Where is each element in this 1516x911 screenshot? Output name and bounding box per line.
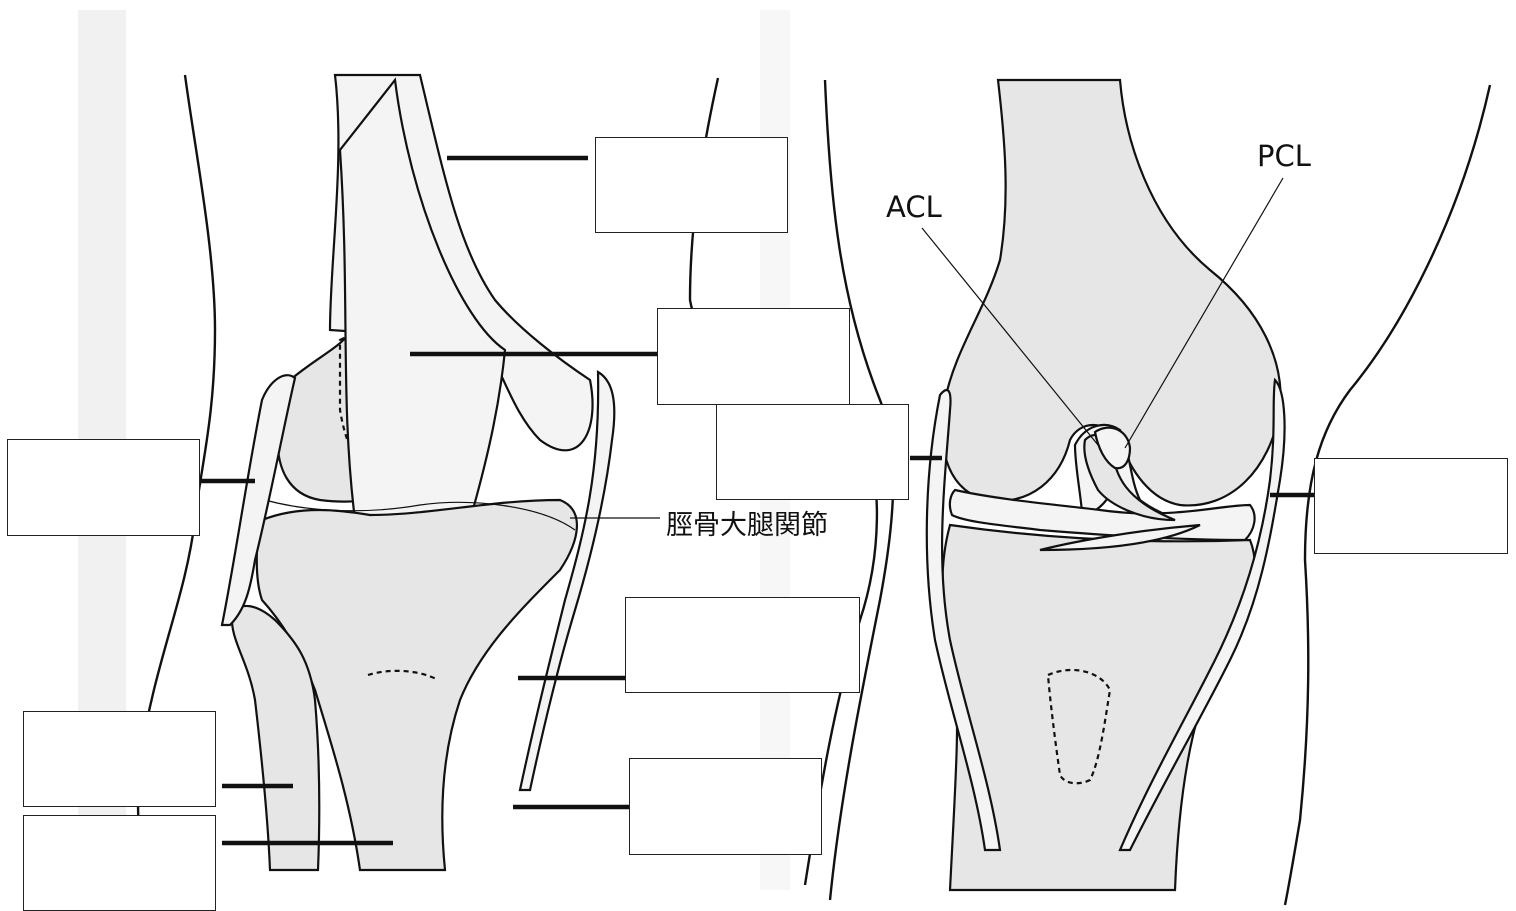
- answer-box-upper-tendon[interactable]: [595, 137, 788, 233]
- answer-box-patella[interactable]: [657, 308, 850, 405]
- answer-box-tuberosity[interactable]: [629, 758, 822, 855]
- answer-box-lateral-ligament[interactable]: [1314, 458, 1508, 554]
- answer-box-femoral-condyle[interactable]: [7, 439, 200, 536]
- answer-box-tibia[interactable]: [23, 815, 216, 911]
- pcl-label: PCL: [1257, 139, 1311, 173]
- answer-box-medial-ligament[interactable]: [716, 404, 909, 500]
- acl-label: ACL: [886, 190, 942, 224]
- joint-label: 脛骨大腿関節: [666, 503, 828, 542]
- answer-box-patellar-ligament[interactable]: [625, 597, 860, 693]
- answer-box-fibula[interactable]: [23, 711, 216, 807]
